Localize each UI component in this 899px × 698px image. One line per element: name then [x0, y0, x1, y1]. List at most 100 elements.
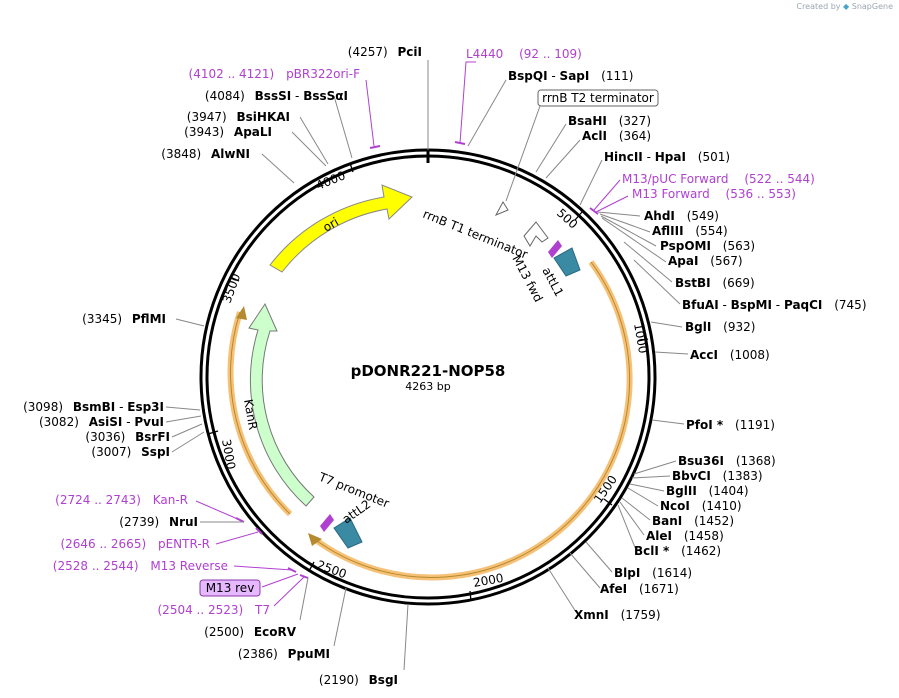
leader-hincii [579, 159, 603, 206]
site-apali-name: ApaLI [234, 125, 272, 139]
site-bsrfi-pos: (3036) [85, 430, 125, 444]
site-bbvci: BbvCI (1383) [672, 469, 763, 483]
rrnb-t1-feature [523, 221, 549, 247]
site-bstbi-pos: (669) [722, 276, 754, 290]
m13-fwd-label: M13 fwd [509, 253, 545, 305]
insert-arc-right-line [312, 261, 631, 578]
site-bstbi-name: BstBI [675, 276, 711, 290]
insert-arrowhead-icon [308, 533, 322, 546]
site-ecorv: (2500) EcoRV [204, 625, 297, 639]
leader-blpi [585, 541, 613, 573]
site-xmni: XmnI (1759) [574, 608, 661, 622]
site-xmni-name: XmnI [574, 608, 609, 622]
site-bsssi-pos: (4084) [205, 89, 245, 103]
site-apai-pos: (567) [710, 254, 742, 268]
snapgene-logo-icon: ◆ [843, 2, 850, 11]
leader-apai [601, 217, 667, 263]
site-bglii-name: BglII [666, 484, 697, 498]
leader-bspqi [467, 79, 507, 147]
site-bsgi: (2190) BsgI [319, 673, 398, 687]
site-alwni-name: AlwNI [211, 147, 250, 161]
rrnb-t2-box [537, 89, 659, 107]
site-hincii-name2: HpaI [655, 150, 686, 164]
site-bfuai-pos: (745) [834, 298, 866, 312]
leader-bsahi [535, 123, 567, 173]
attl1-feature [553, 247, 581, 277]
primer-leaders [195, 61, 629, 607]
primer-pentr-name: pENTR-R [158, 537, 210, 551]
site-hincii-pos: (501) [698, 150, 730, 164]
site-alei: AleI (1458) [646, 529, 724, 543]
site-acci-pos: (1008) [730, 348, 770, 362]
primer-mark-t7 [299, 574, 309, 579]
site-apai-name: ApaI [668, 254, 698, 268]
site-blpi: BlpI (1614) [614, 566, 692, 580]
tick-1500 [603, 498, 613, 506]
rrnb-t1-label: rrnB T1 terminator [421, 207, 530, 262]
primer-t7-range: (2504 .. 2523) [158, 603, 244, 617]
leader-pentr [215, 531, 259, 545]
site-pcii: (4257) PciI [348, 45, 422, 59]
leader-m13puc [593, 179, 621, 211]
site-ppumi: (2386) PpuMI [238, 647, 330, 661]
site-ncoi-pos: (1410) [702, 499, 742, 513]
site-asisi: (3082) AsiSI - PvuI [39, 415, 164, 429]
site-acli-name: AclI [582, 129, 607, 143]
site-acci: AccI (1008) [690, 348, 770, 362]
tick-label-1000: 1000 [631, 322, 650, 355]
leader-afliii [599, 213, 651, 233]
m13-fwd-marker [548, 240, 562, 258]
tick-marks [207, 162, 649, 602]
site-bsssi-name: BssSI [255, 89, 292, 103]
rrnb-t2-box-label: rrnB T2 terminator [542, 91, 654, 105]
site-bgli: BglI (932) [685, 320, 755, 334]
site-ncoi: NcoI (1410) [660, 499, 742, 513]
site-pflmi-name: PflMI [132, 312, 166, 326]
leader-acci [654, 351, 689, 355]
site-pcii-pos: (4257) [348, 45, 388, 59]
primer-l4440-range: (92 .. 109) [519, 47, 582, 61]
site-alwni: (3848) AlwNI [161, 147, 250, 161]
site-bglii-pos: (1404) [709, 484, 749, 498]
site-bbvci-name: BbvCI [672, 469, 711, 483]
leader-bglii [629, 483, 665, 492]
primer-kanr-range: (2724 .. 2743) [55, 493, 141, 507]
kanr-feature [248, 302, 315, 507]
site-bfuai: BfuAI - BspMI - PaqCI (745) [682, 298, 867, 312]
tick-2500 [308, 561, 315, 572]
site-asisi-dash: - [126, 415, 130, 429]
site-alei-pos: (1458) [684, 529, 724, 543]
leader-alwni [261, 153, 295, 184]
site-acli: AclI (364) [582, 129, 651, 143]
site-bfuai-name2: BspMI [731, 298, 772, 312]
plasmid-name: pDONR221-NOP58 [351, 362, 506, 380]
ori-feature [269, 184, 413, 273]
site-nrui: (2739) NruI [119, 515, 198, 529]
primer-pentr: (2646 .. 2665) pENTR-R [60, 537, 210, 551]
site-ecorv-pos: (2500) [204, 625, 244, 639]
site-xmni-pos: (1759) [621, 608, 661, 622]
site-bfuai-dash2: - [776, 298, 780, 312]
m13-rev-box [199, 579, 261, 597]
leader-alei [619, 501, 645, 536]
site-sspi: (3007) SspI [91, 445, 170, 459]
leader-m13rev-primer [233, 565, 293, 571]
credit-brand: SnapGene [851, 2, 893, 11]
leader-bsgi [403, 603, 409, 671]
site-ahdi-name: AhdI [644, 209, 675, 223]
primer-m13puc: M13/pUC Forward (522 .. 544) [622, 172, 815, 186]
tick-label-500: 500 [554, 206, 580, 232]
site-bfuai-dash1: - [723, 298, 727, 312]
t7-promoter-marker [320, 514, 334, 532]
site-alei-name: AleI [646, 529, 672, 543]
site-bspqi-name: BspQI [508, 69, 548, 83]
leader-ecorv [299, 577, 309, 621]
tick-4000 [349, 162, 354, 173]
leader-bgli [650, 321, 683, 328]
site-pfoi-pos: (1191) [735, 418, 775, 432]
leader-apali [291, 131, 327, 167]
primer-l4440-name: L4440 [466, 47, 503, 61]
site-bsihkai: (3947) BsiHKAI [187, 110, 290, 124]
credit-prefix: Created by [796, 2, 841, 11]
